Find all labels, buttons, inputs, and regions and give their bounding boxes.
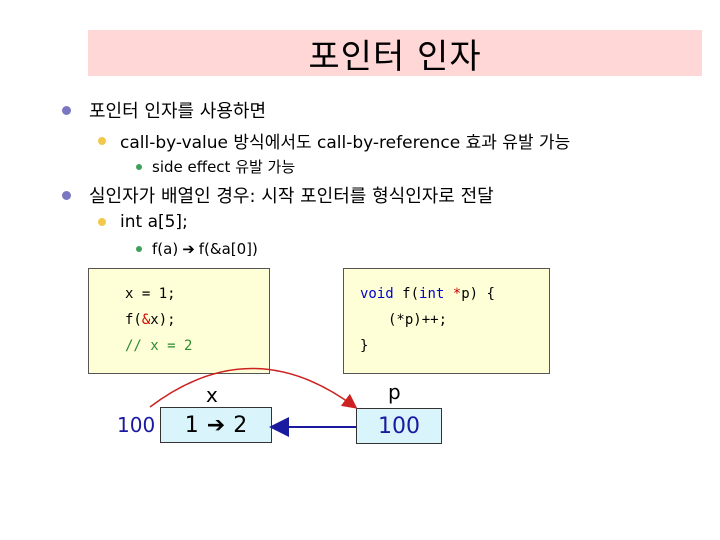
bullet-text: 포인터 인자를 사용하면 <box>89 101 267 122</box>
bullet-text: side effect 유발 가능 <box>152 158 296 176</box>
bullet-level1-array-arg: 실인자가 배열인 경우: 시작 포인터를 형식인자로 전달 <box>62 182 494 208</box>
bullet-dot-icon <box>136 246 142 252</box>
bullet-level3-side-effect: side effect 유발 가능 <box>136 156 295 177</box>
x-new-value: 2 <box>233 412 248 438</box>
x-old-value: 1 <box>184 412 199 438</box>
p-memory-cell: 100 <box>356 408 442 444</box>
bullet-level3-fa-equiv: f(a) ➔ f(&a[0]) <box>136 240 258 258</box>
bullet-dot-icon <box>98 136 106 145</box>
x-memory-cell: 1 ➔ 2 <box>160 407 272 443</box>
call-curve-arrow <box>149 367 358 409</box>
code-line: x = 1; <box>125 286 176 302</box>
bullet-dot-icon <box>98 218 106 226</box>
bullet-text: call-by-value 방식에서도 call-by-reference 효과… <box>120 133 571 153</box>
bullet-dot-icon <box>136 163 142 170</box>
bullet-text: 실인자가 배열인 경우: 시작 포인터를 형식인자로 전달 <box>89 186 494 207</box>
page-title: 포인터 인자 <box>308 36 482 77</box>
bullet-dot-icon <box>62 190 71 200</box>
code-line: void f(int *p) { <box>360 286 495 302</box>
callee-code-box: void f(int *p) { (*p)++; } <box>343 268 550 374</box>
bullet-level2-call-by: call-by-value 방식에서도 call-by-reference 효과… <box>98 128 570 153</box>
p-var-label: p <box>388 380 401 404</box>
x-address-label: 100 <box>117 413 156 437</box>
right-arrow-icon: ➔ <box>182 240 195 258</box>
code-line: (*p)++; <box>388 312 448 328</box>
code-comment: // x = 2 <box>125 338 193 354</box>
code-line: f(&x); <box>125 312 176 328</box>
bullet-level2-int-array: int a[5]; <box>98 212 188 232</box>
right-arrow-icon: ➔ <box>206 412 226 438</box>
title-bar: 포인터 인자 <box>88 30 702 77</box>
bullet-text: int a[5]; <box>120 212 188 232</box>
bullet-text-right: f(&a[0]) <box>198 240 258 258</box>
bullet-text-left: f(a) <box>152 240 179 258</box>
x-var-label: x <box>206 383 218 407</box>
bullet-dot-icon <box>62 105 71 115</box>
code-line: } <box>360 338 369 354</box>
p-value: 100 <box>378 413 420 439</box>
caller-code-box: x = 1; f(&x); // x = 2 <box>88 268 270 374</box>
bullet-level1-pointer-args: 포인터 인자를 사용하면 <box>62 97 266 123</box>
